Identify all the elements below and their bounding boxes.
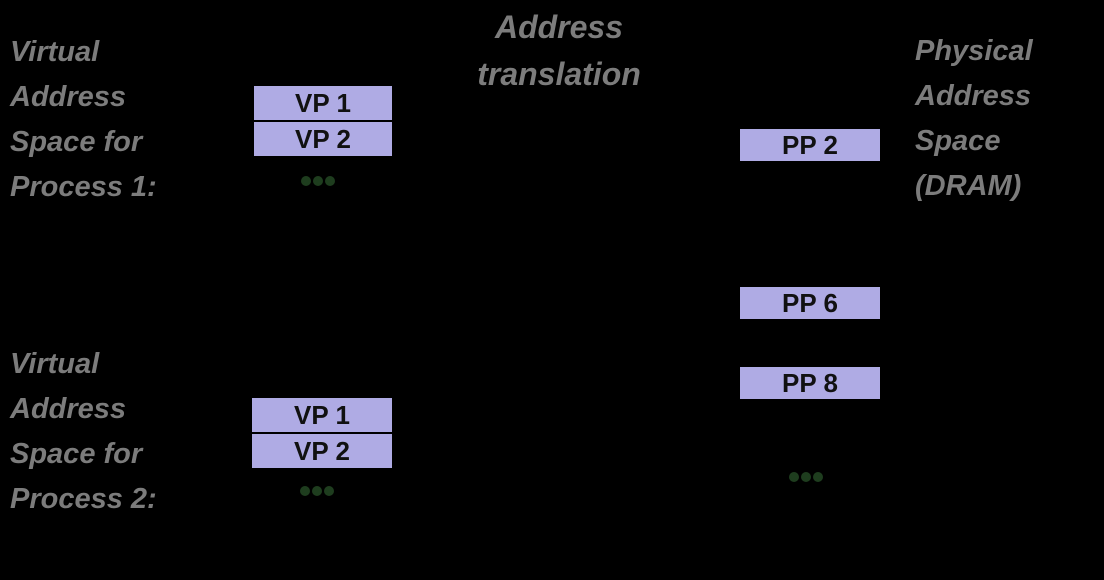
- vp1-box-process1: VP 1: [252, 84, 394, 122]
- ellipsis-icon: [300, 486, 334, 496]
- label-line: Physical: [915, 35, 1033, 67]
- dot-icon: [789, 472, 799, 482]
- vp1-box-process2: VP 1: [250, 396, 394, 434]
- label-line: Process 2:: [10, 483, 157, 515]
- physical-address-space-label: Physical Address Space (DRAM): [915, 29, 1033, 209]
- process2-virtual-page-stack: VP 1 VP 2: [250, 396, 394, 470]
- label-line: Address: [915, 80, 1032, 112]
- title-line: Address: [494, 9, 624, 45]
- dot-icon: [324, 486, 334, 496]
- ellipsis-icon: [789, 472, 823, 482]
- process1-virtual-page-stack: VP 1 VP 2: [252, 84, 394, 158]
- label-line: Space for: [10, 438, 143, 470]
- label-line: Address: [10, 81, 127, 113]
- ellipsis-icon: [301, 176, 335, 186]
- dot-icon: [312, 486, 322, 496]
- vp2-box-process1: VP 2: [252, 120, 394, 158]
- dot-icon: [325, 176, 335, 186]
- dot-icon: [801, 472, 811, 482]
- dot-icon: [313, 176, 323, 186]
- label-line: Space for: [10, 126, 143, 158]
- label-line: Virtual: [10, 36, 100, 68]
- address-translation-title: Address translation: [409, 4, 709, 98]
- dot-icon: [300, 486, 310, 496]
- virtual-address-space-process1-label: Virtual Address Space for Process 1:: [10, 30, 157, 210]
- label-line: Process 1:: [10, 171, 157, 203]
- dot-icon: [301, 176, 311, 186]
- dot-icon: [813, 472, 823, 482]
- pp8-box: PP 8: [738, 365, 882, 401]
- pp6-box: PP 6: [738, 285, 882, 321]
- label-line: Address: [10, 393, 127, 425]
- title-line: translation: [477, 56, 641, 92]
- vp2-box-process2: VP 2: [250, 432, 394, 470]
- label-line: (DRAM): [915, 170, 1022, 202]
- label-line: Space: [915, 125, 1001, 157]
- virtual-address-space-process2-label: Virtual Address Space for Process 2:: [10, 342, 157, 522]
- pp2-box: PP 2: [738, 127, 882, 163]
- label-line: Virtual: [10, 348, 100, 380]
